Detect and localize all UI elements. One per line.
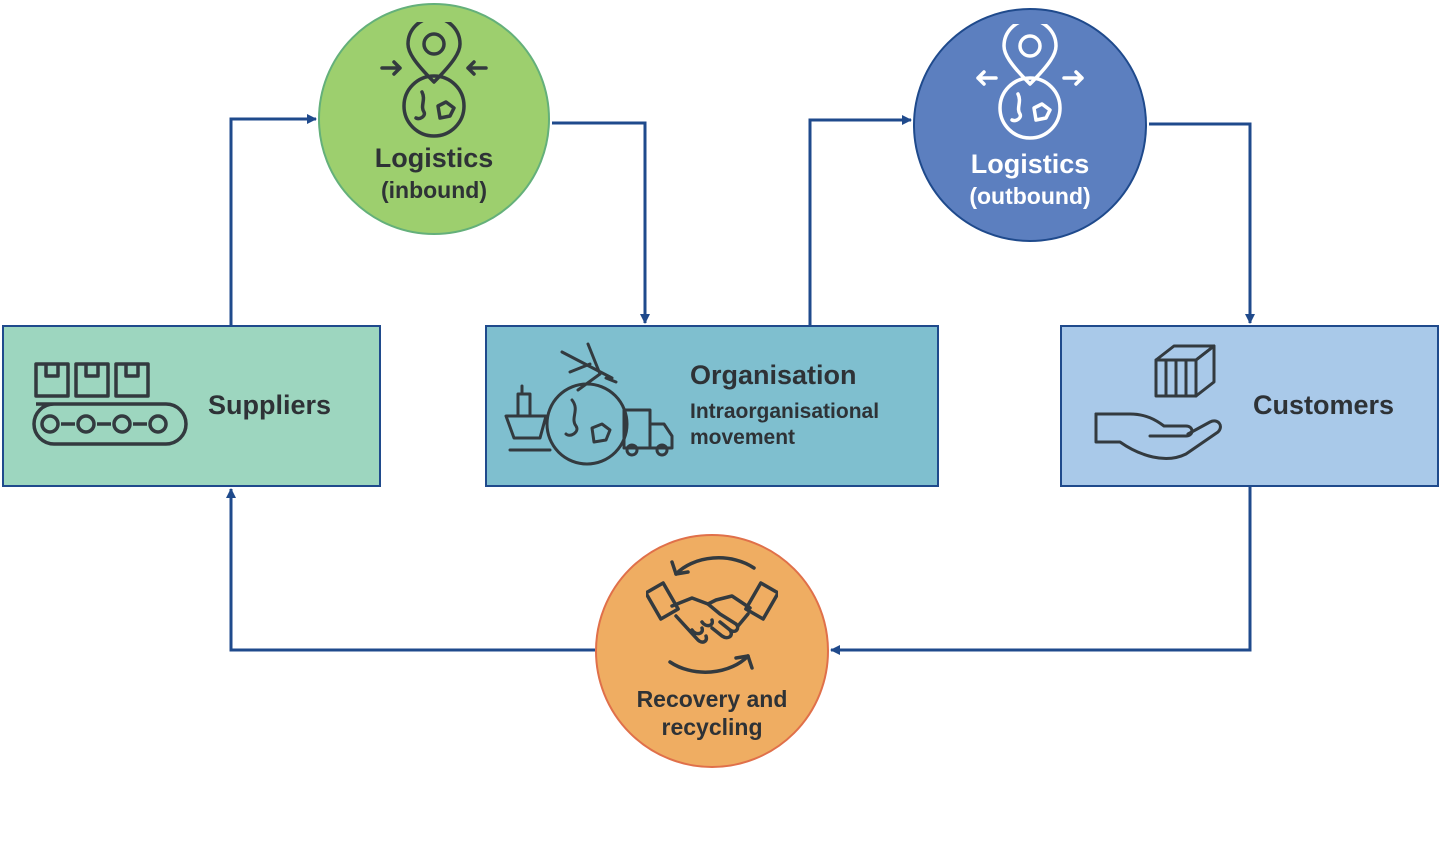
customers-label: Customers [1253,390,1395,420]
logistics-inbound-subtitle: (inbound) [380,177,487,203]
transport-globe-icon [504,342,674,466]
hand-holding-box-icon [1094,344,1222,460]
conveyor-boxes-icon [32,362,188,446]
handshake-cycle-icon [646,556,778,674]
flow-inbound-to-organisation [552,121,650,324]
recovery-title: Recovery and [636,686,788,712]
recovery-recycling-circle [595,534,829,768]
logistics-outbound-circle [913,8,1147,242]
organisation-subtitle-line2: movement [690,426,796,449]
flow-outbound-to-customers [1149,122,1255,324]
flow-recovery-to-suppliers [226,488,595,652]
customers-box [1060,325,1439,487]
suppliers-box [2,325,381,487]
logistics-outbound-title: Logistics [970,149,1090,179]
suppliers-label: Suppliers [208,390,332,420]
flow-organisation-to-outbound [808,115,912,325]
logistics-inbound-circle [318,3,550,235]
location-pin-globe-inward-icon [380,22,488,138]
organisation-title: Organisation [690,360,857,390]
location-pin-globe-outward-icon [976,24,1084,140]
recovery-subtitle: recycling [661,714,763,740]
logistics-outbound-subtitle: (outbound) [969,183,1091,209]
organisation-box [485,325,939,487]
flow-suppliers-to-inbound [229,114,317,325]
flow-customers-to-recovery [830,487,1252,655]
organisation-subtitle-line1: Intraorganisational [690,400,880,423]
logistics-inbound-title: Logistics [374,143,494,173]
